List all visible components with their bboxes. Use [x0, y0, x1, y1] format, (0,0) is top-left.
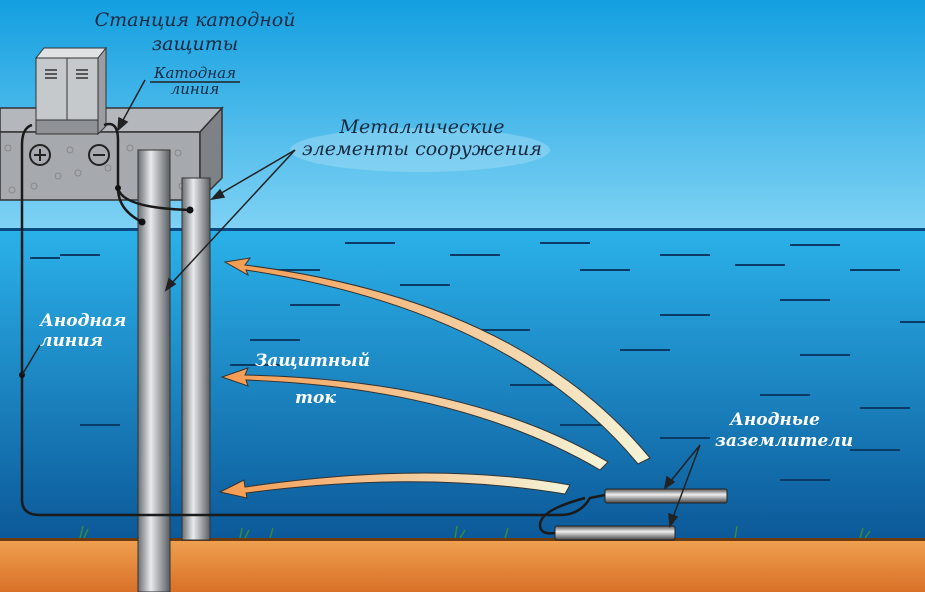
cabinet [34, 46, 108, 136]
anode-wire [20, 123, 606, 517]
metal-elements-label-line1: Металлические [338, 116, 504, 138]
cathode-line-label-line1: Катодная [153, 64, 236, 82]
minus-terminal-icon [88, 144, 110, 166]
anode-ground-electrode [554, 525, 676, 541]
seabed-grass [79, 525, 871, 539]
wires [20, 122, 606, 535]
anodes-label-line2: заземлители [715, 431, 853, 451]
cathode-line-label-line2: линия [171, 80, 220, 98]
cloud [290, 128, 550, 172]
seabed-line [0, 538, 925, 541]
anode-line-label-line2: линия [40, 331, 103, 351]
anode-ground-electrode [604, 488, 728, 504]
wave-lines [30, 242, 925, 481]
anode-line-label-line1: Анодная [38, 311, 126, 331]
protective-current-label-line2: ток [295, 388, 336, 408]
protective-current-arrows [218, 257, 651, 499]
pointer-arrows [21, 79, 701, 528]
water-surface [0, 228, 925, 231]
metal-elements-label-line2: элементы сооружения [302, 138, 542, 160]
protective-current-label-line1: Защитный [255, 351, 370, 371]
station-label-line1: Станция катодной [95, 9, 296, 31]
cathode-wire [103, 122, 143, 224]
metal-pile-back [181, 177, 211, 541]
anodes-label-line1: Анодные [728, 410, 820, 430]
station-label-line2: защиты [152, 33, 238, 55]
plus-terminal-icon [29, 144, 51, 166]
metal-pile-front [137, 149, 171, 592]
